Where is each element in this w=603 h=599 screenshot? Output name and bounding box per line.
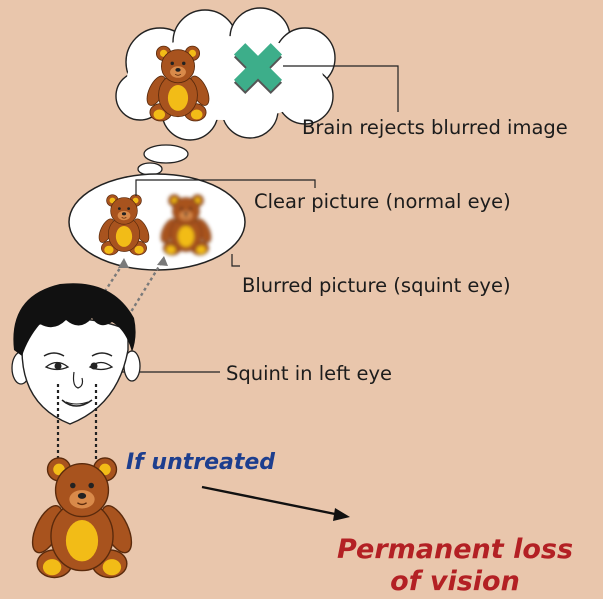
blurred-picture-connector <box>232 254 240 266</box>
perception-oval <box>69 174 245 270</box>
child-face-icon <box>12 283 140 424</box>
outcome-line-2: of vision <box>330 566 580 598</box>
outcome-line-1: Permanent loss <box>330 534 580 566</box>
outcome-arrow <box>202 487 350 521</box>
brain-rejects-label: Brain rejects blurred image <box>302 118 568 138</box>
clear-picture-label: Clear picture (normal eye) <box>254 192 511 212</box>
squint-label: Squint in left eye <box>226 364 392 384</box>
teddy-bear-icon <box>26 458 137 578</box>
permanent-loss-label: Permanent loss of vision <box>330 534 580 599</box>
if-untreated-label: If untreated <box>126 452 275 474</box>
blurred-picture-label: Blurred picture (squint eye) <box>242 276 511 296</box>
